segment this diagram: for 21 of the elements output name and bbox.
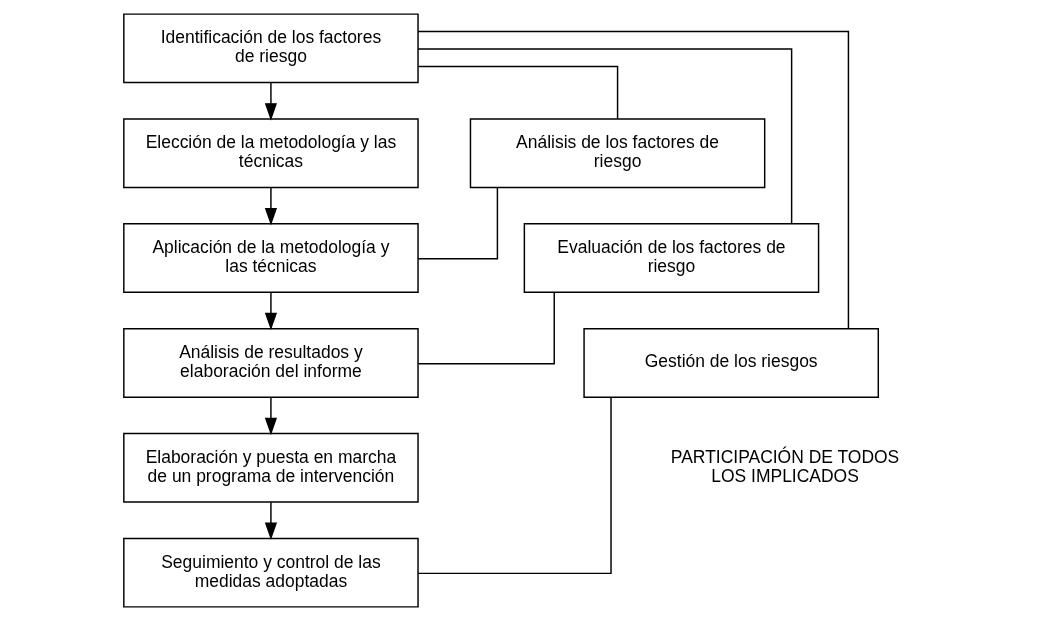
node-box: Análisis de los factores de riesgo [469,118,765,189]
connector [416,187,498,260]
node-box: Análisis de resultados y elaboración del informe [122,327,419,398]
node-box: Elaboración y puesta en marcha de un programa de intervención [122,432,419,503]
connector [416,30,849,329]
node-box: Gestión de los riesgos [582,327,879,398]
connector [417,65,618,120]
arrow [264,291,277,331]
connector [417,291,555,365]
arrow [264,396,277,436]
arrow [264,501,277,541]
node-box: Identificación de los factores de riesgo [122,13,419,84]
connector [416,48,792,225]
node-box: Evaluación de los factores de riesgo [523,223,819,294]
node-box: Elección de la metodología y las técnicas [122,118,419,189]
arrow [264,186,277,226]
connector [416,396,612,575]
node-box: Seguimiento y control de las medidas adoptadas [122,537,419,608]
arrow [264,81,277,121]
node-box: Aplicación de la metodología y las técnicas [122,223,419,294]
label: PARTICIPACIÓN DE TODOS LOS IMPLICADOS [670,446,899,486]
